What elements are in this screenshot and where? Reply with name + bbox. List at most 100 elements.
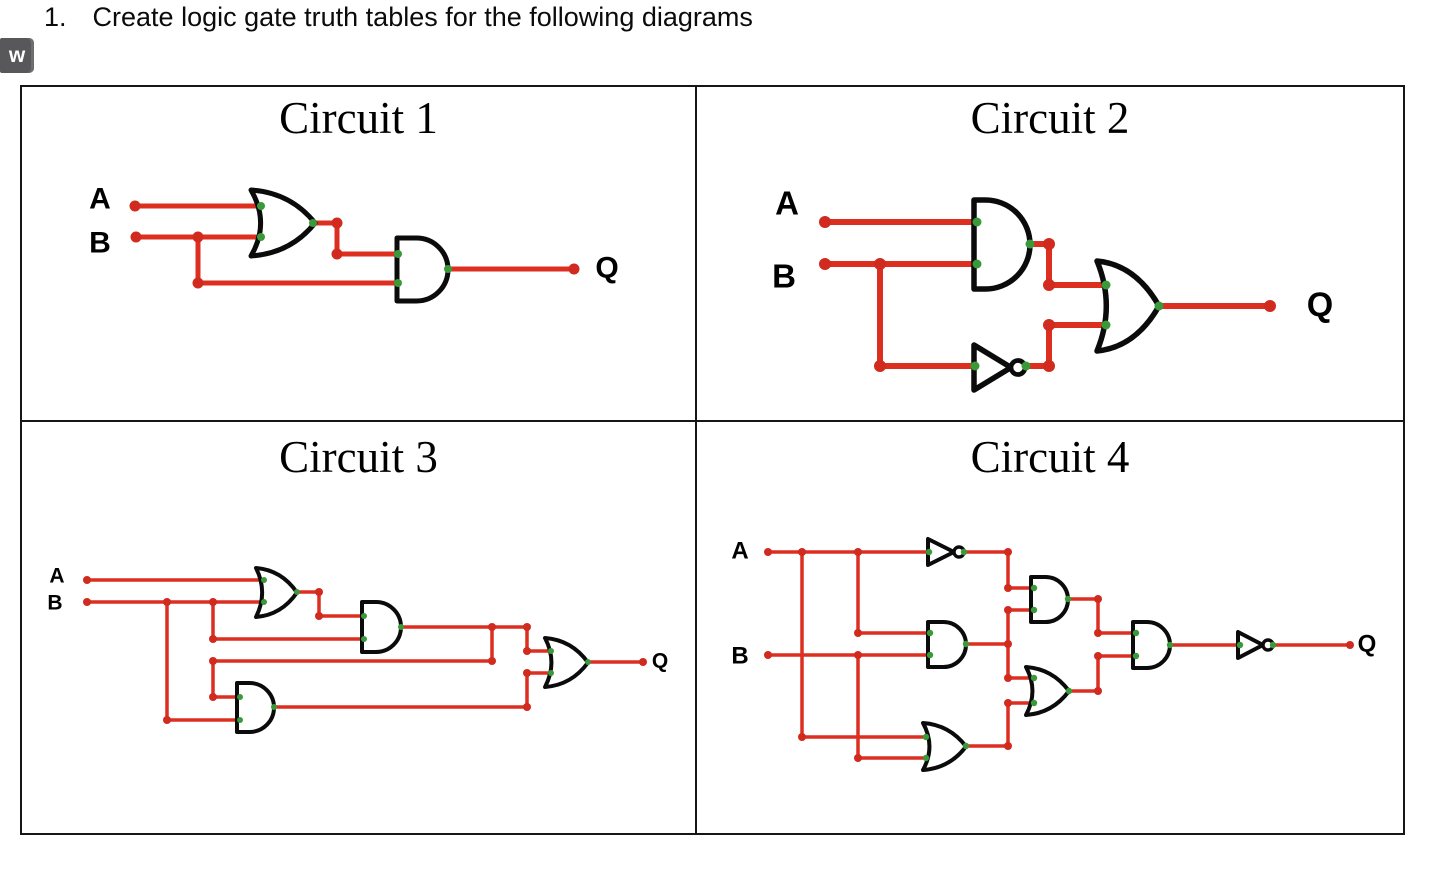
junction-dot <box>568 263 580 275</box>
signal-label-a: A <box>775 185 799 222</box>
pin-dot <box>237 717 243 723</box>
junction-dot <box>764 548 772 556</box>
circuit-2-title: Circuit 2 <box>970 93 1130 143</box>
junction-dot <box>854 754 862 762</box>
pin-dot <box>394 250 402 258</box>
pin-dot <box>970 361 980 371</box>
pin-dot <box>585 659 591 665</box>
junction-dot <box>523 623 531 631</box>
word-panel-tab[interactable]: w <box>0 38 34 73</box>
junction-dot <box>488 657 496 665</box>
pin-dot <box>1030 699 1038 707</box>
junction-dot <box>523 703 531 711</box>
pin-dot <box>960 548 968 556</box>
junction-dot <box>874 258 886 270</box>
pin-dot <box>361 636 367 642</box>
pin-dot <box>1154 301 1164 311</box>
or-gate <box>248 187 318 259</box>
junction-dot <box>798 733 806 741</box>
circuit-3-svg: ABQ <box>47 565 668 734</box>
pin-dot <box>922 733 930 741</box>
circuit-3-title: Circuit 3 <box>279 432 438 482</box>
pin-dot <box>394 279 402 287</box>
or-gate <box>921 721 968 772</box>
wire <box>800 550 928 739</box>
pin-dot <box>261 577 267 583</box>
pin-dot <box>1269 641 1277 649</box>
circuit-1-title: Circuit 1 <box>279 93 438 143</box>
or-gate <box>254 566 299 619</box>
pin-dot <box>361 613 367 619</box>
signal-label-a: A <box>731 538 748 565</box>
junction-dot <box>192 277 204 289</box>
table-row-divider <box>22 420 1403 422</box>
pin-dot <box>1030 674 1038 682</box>
pin-dot <box>972 259 982 269</box>
wire <box>310 220 401 257</box>
junction-dot <box>1094 687 1102 695</box>
wire <box>1027 241 1109 288</box>
pin-dot <box>1132 629 1140 637</box>
junction-dot <box>163 716 171 724</box>
and-gate <box>1029 575 1070 624</box>
junction-dot <box>639 658 647 666</box>
pin-dot <box>972 217 982 227</box>
and-gate <box>360 600 403 654</box>
junction-dot <box>315 588 323 596</box>
pin-dot <box>548 670 554 676</box>
junction-dot <box>331 248 343 260</box>
junction-dot <box>854 548 862 556</box>
junction-dot <box>1346 641 1354 649</box>
junction-dot <box>192 231 204 243</box>
pin-dot <box>257 233 265 241</box>
pin-dot <box>1236 641 1244 649</box>
wire <box>1067 654 1138 693</box>
junction-dot <box>1004 640 1012 648</box>
question-text: Create logic gate truth tables for the f… <box>92 2 753 32</box>
pin-dot <box>1030 584 1038 592</box>
pin-dot <box>237 694 243 700</box>
junction-dot <box>83 576 91 584</box>
junction-dot <box>854 629 862 637</box>
signal-label-a: A <box>89 183 111 216</box>
junction-dot <box>854 651 862 659</box>
pin-dot <box>271 704 277 710</box>
junction-dot <box>874 360 886 372</box>
pin-dot <box>1101 320 1111 330</box>
and-gate <box>394 235 451 304</box>
pin-dot <box>1025 239 1035 249</box>
junction-dot <box>209 657 217 665</box>
junction-dot <box>819 258 831 270</box>
junction-dot <box>1094 652 1102 660</box>
pin-dot <box>309 219 317 227</box>
junction-dot <box>1004 674 1012 682</box>
junction-dot <box>209 635 217 643</box>
wire <box>1066 597 1138 635</box>
junction-dot <box>1004 584 1012 592</box>
wire <box>195 234 401 286</box>
junction-dot <box>1094 595 1102 603</box>
junction-dot <box>1043 279 1055 291</box>
pin-dot <box>925 548 933 556</box>
junction-dot <box>163 598 171 606</box>
wire <box>295 590 366 618</box>
and-gate <box>235 681 276 734</box>
pin-dot <box>1065 687 1073 695</box>
junction-dot <box>523 647 531 655</box>
wire <box>1023 322 1109 369</box>
pin-dot <box>257 202 265 210</box>
junction-dot <box>1043 319 1055 331</box>
junction-dot <box>523 669 531 677</box>
or-gate <box>543 636 590 689</box>
wire <box>211 600 366 641</box>
wire <box>856 653 928 760</box>
and-gate <box>926 620 968 669</box>
pin-dot <box>1064 595 1072 603</box>
junction-dot <box>83 598 91 606</box>
pin-dot <box>548 648 554 654</box>
